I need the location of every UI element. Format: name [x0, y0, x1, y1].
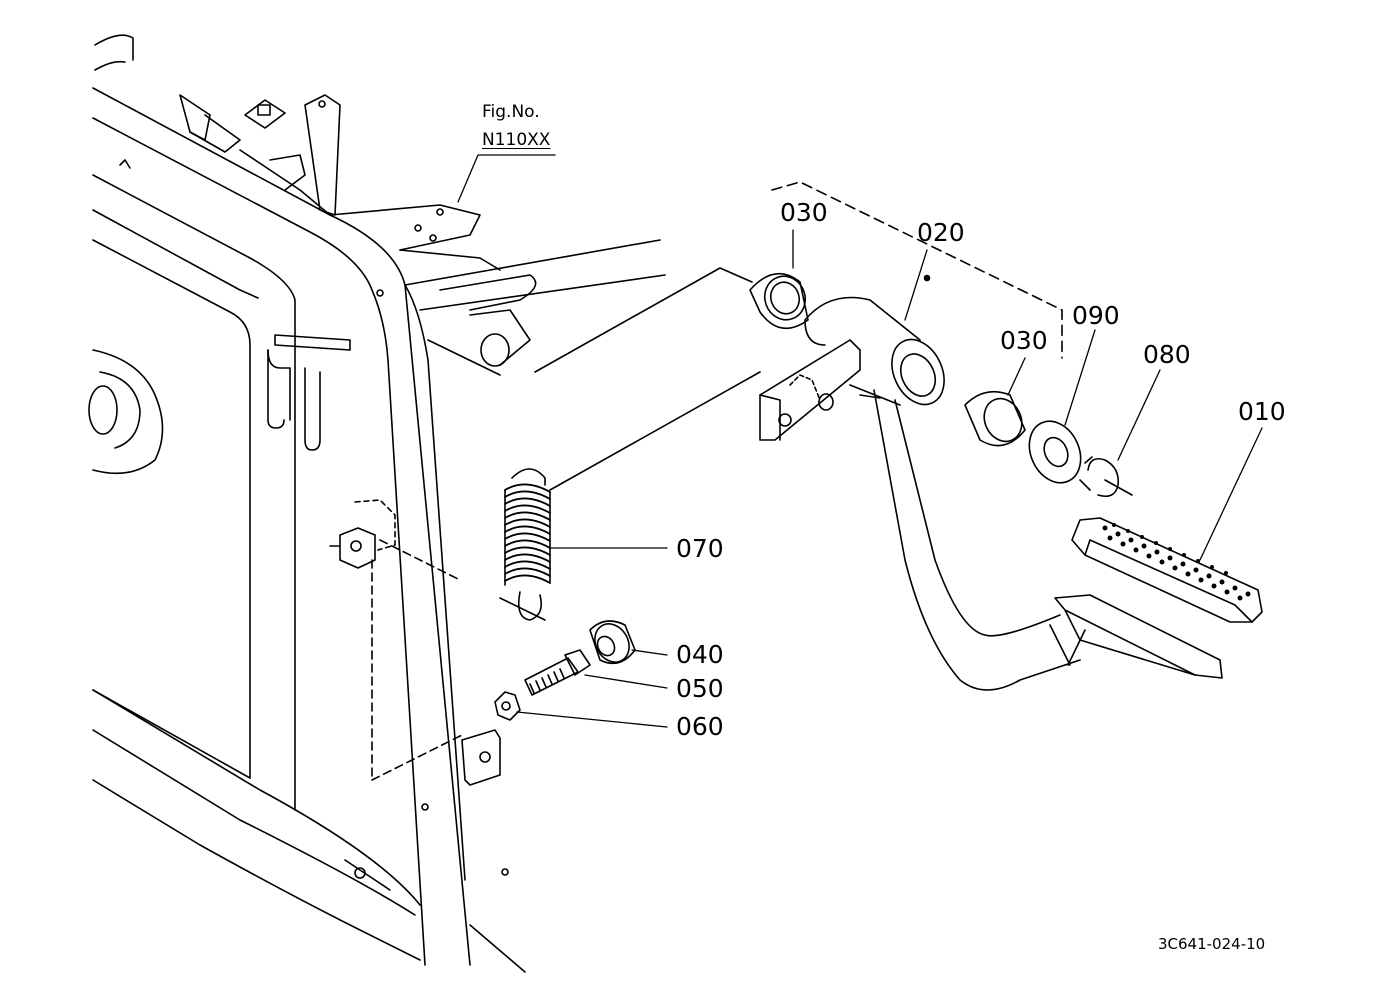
part-label-030-right[interactable]: 030: [1000, 326, 1048, 355]
snap-ring: [1079, 456, 1133, 498]
part-label-040[interactable]: 040: [676, 640, 724, 669]
fig-caption: Fig.No.: [482, 102, 540, 122]
part-label-030-left[interactable]: 030: [780, 198, 828, 227]
part-label-060[interactable]: 060: [676, 712, 724, 741]
mounting-tab: [461, 729, 501, 786]
part-label-090[interactable]: 090: [1072, 301, 1120, 330]
adjust-bolt: [524, 649, 591, 696]
part-label-020[interactable]: 020: [917, 218, 965, 247]
bushing-right: [964, 390, 1026, 447]
leader-lines: [457, 154, 1263, 728]
u-hook: [267, 334, 351, 451]
frame-panel: [88, 34, 526, 973]
pedal-hub: [804, 296, 945, 406]
part-label-010[interactable]: 010: [1238, 397, 1286, 426]
pedal-plate: [1054, 594, 1223, 679]
pivot-leader: [534, 267, 753, 373]
assembly-bracket: [771, 181, 1063, 359]
fig-number: N110XX: [482, 130, 551, 150]
part-label-050[interactable]: 050: [676, 674, 724, 703]
part-label-070[interactable]: 070: [676, 534, 724, 563]
lock-nut: [494, 691, 521, 721]
return-spring: [499, 371, 761, 621]
upper-bracket: [119, 94, 666, 376]
assembly-dot: [923, 274, 931, 282]
drawing-reference: 3C641-024-10: [1158, 935, 1266, 953]
stopper-collar: [589, 620, 636, 665]
pedal-arm: [759, 339, 1081, 691]
pad-tread: [1102, 523, 1251, 601]
washer: [1028, 420, 1082, 484]
frame-nut: [329, 499, 463, 781]
part-label-080[interactable]: 080: [1143, 340, 1191, 369]
pedal-pad: [1071, 517, 1263, 623]
bushing-left: [749, 272, 809, 330]
